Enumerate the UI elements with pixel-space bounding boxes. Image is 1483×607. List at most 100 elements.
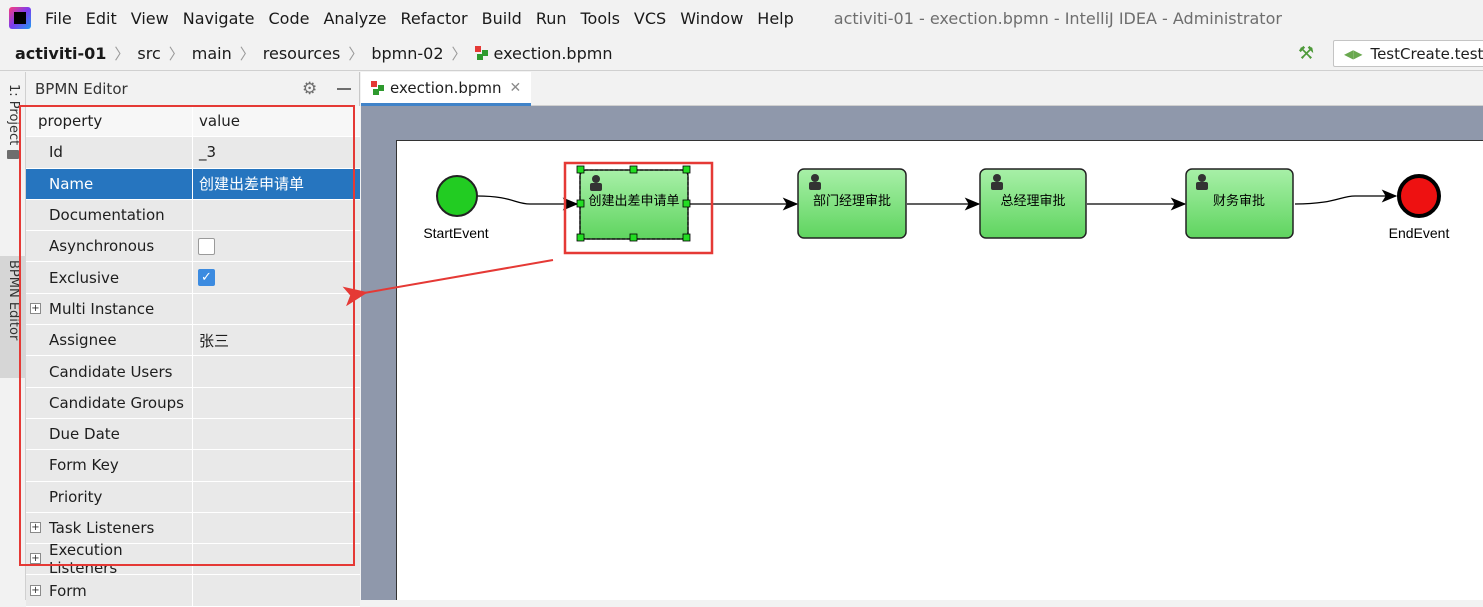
property-value-field[interactable] [193,293,360,325]
property-key: Assignee [26,325,193,356]
task-label: 财务审批 [1213,193,1265,209]
table-row[interactable]: Form Key [26,450,360,482]
tab-exection-bpmn[interactable]: exection.bpmn ✕ [361,72,531,106]
property-key: Exclusive [26,262,193,293]
expand-plus-icon[interactable]: + [30,584,41,596]
expand-plus-icon[interactable]: + [30,553,41,565]
menu-analyze[interactable]: Analyze [323,8,387,28]
breadcrumb-item-src[interactable]: src [137,43,161,63]
table-row[interactable]: Candidate Users [26,356,360,388]
property-key: Documentation [26,199,193,231]
user-task-create-request[interactable]: 创建出差申请单 [576,165,691,242]
table-row[interactable]: Priority [26,481,360,513]
task-label: 总经理审批 [1000,194,1065,209]
property-value-field[interactable] [193,418,360,450]
table-row[interactable]: Name 创建出差申请单 [26,168,360,200]
table-row[interactable]: + Task Listeners [26,512,360,545]
table-row[interactable]: Id _3 [26,137,360,169]
chevron-right-icon: 〉 [168,44,184,63]
table-row[interactable]: Due Date [26,418,360,451]
bpmn-file-icon [474,46,489,60]
minimize-icon[interactable] [337,88,351,90]
diagram-canvas[interactable] [396,140,1483,600]
breadcrumb-item-file[interactable]: exection.bpmn [474,43,613,63]
table-row[interactable]: +Execution Listeners [26,541,360,577]
menu-vcs[interactable]: VCS [633,8,667,28]
breadcrumb-item-resources[interactable]: resources [262,43,341,63]
close-icon[interactable]: ✕ [509,79,522,96]
table-header: property value [26,106,360,138]
table-row[interactable]: Candidate Groups [26,387,360,419]
property-key: Candidate Users [26,356,193,387]
bpmn-editor-panel: BPMN Editor ⚙ property value Id _3 Name … [26,72,360,607]
menu-view[interactable]: View [130,8,169,28]
menu-edit[interactable]: Edit [85,8,117,28]
menu-file[interactable]: File [45,8,72,28]
start-event[interactable] [436,175,478,217]
user-icon [991,174,1003,190]
asynchronous-checkbox[interactable] [198,237,215,255]
menu-run[interactable]: Run [535,8,567,28]
property-value-field[interactable]: 创建出差申请单 [193,168,360,199]
property-table: property value Id _3 Name 创建出差申请单 Docume… [26,106,360,607]
property-key: Priority [26,481,193,512]
property-key: Name [26,168,193,199]
property-key: Candidate Groups [26,387,193,418]
panel-title: BPMN Editor [35,80,128,98]
tab-label: exection.bpmn [390,78,502,97]
user-task-finance-approval[interactable]: 财务审批 [1185,168,1294,239]
property-value-field[interactable] [193,199,360,231]
expand-plus-icon[interactable]: + [30,522,41,533]
menu-navigate[interactable]: Navigate [182,8,255,28]
task-label: 创建出差申请单 [588,194,679,209]
menu-help[interactable]: Help [757,8,794,28]
menu-build[interactable]: Build [481,8,522,28]
property-value-field[interactable] [193,512,360,544]
sequence-flow[interactable] [476,195,579,211]
breadcrumb-item-bpmn-02[interactable]: bpmn-02 [371,43,444,63]
property-key: + Task Listeners [26,512,193,544]
menu-tools[interactable]: Tools [580,8,620,28]
breadcrumb-file-label: exection.bpmn [493,43,613,63]
exclusive-checkbox[interactable]: ✓ [198,269,215,287]
tool-tab-bpmn-editor[interactable]: BPMN Editor [0,256,26,378]
table-row[interactable]: + Multi Instance [26,293,360,326]
property-key-label: Multi Instance [49,299,155,318]
table-row[interactable]: Asynchronous [26,231,360,263]
column-header-value: value [193,106,360,137]
user-task-dept-manager-approval[interactable]: 部门经理审批 [797,168,907,239]
property-value-field[interactable]: _3 [193,137,360,168]
build-hammer-icon[interactable]: ⚒ [1298,43,1315,64]
property-key: + Multi Instance [26,293,193,325]
property-value-field[interactable] [193,544,360,575]
sequence-flow[interactable] [1294,189,1398,205]
chevron-right-icon: 〉 [114,44,130,63]
user-task-general-manager-approval[interactable]: 总经理审批 [979,168,1087,239]
property-value-field[interactable] [193,356,360,387]
property-value-field[interactable] [193,450,360,481]
table-row[interactable]: Exclusive ✓ [26,262,360,294]
breadcrumb: activiti-01 〉 src 〉 main 〉 resources 〉 b… [0,36,1483,71]
gear-icon[interactable]: ⚙ [302,79,318,99]
breadcrumb-item-main[interactable]: main [191,43,232,63]
menu-window[interactable]: Window [680,8,744,28]
run-config-icon: ◀▶ [1344,46,1363,61]
table-row[interactable]: Assignee 张三 [26,325,360,357]
run-configuration-select[interactable]: ◀▶ TestCreate.testC [1333,40,1483,67]
property-value-field[interactable] [193,481,360,512]
expand-plus-icon[interactable]: + [30,302,41,314]
menu-code[interactable]: Code [268,8,310,28]
start-event-label: StartEvent [423,225,488,241]
property-value-field[interactable]: 张三 [193,325,360,356]
property-key-label: Form [49,581,87,600]
end-event[interactable] [1397,174,1441,218]
tool-window-strip: 1: Project BPMN Editor [0,72,26,600]
property-key: Form Key [26,450,193,481]
breadcrumb-item-project[interactable]: activiti-01 [15,43,107,63]
property-value-field[interactable] [193,387,360,418]
menu-refactor[interactable]: Refactor [400,8,468,28]
property-key-label: Task Listeners [49,519,155,537]
table-row[interactable]: Documentation [26,199,360,232]
property-key: Id [26,137,193,168]
property-key: Due Date [26,418,193,450]
